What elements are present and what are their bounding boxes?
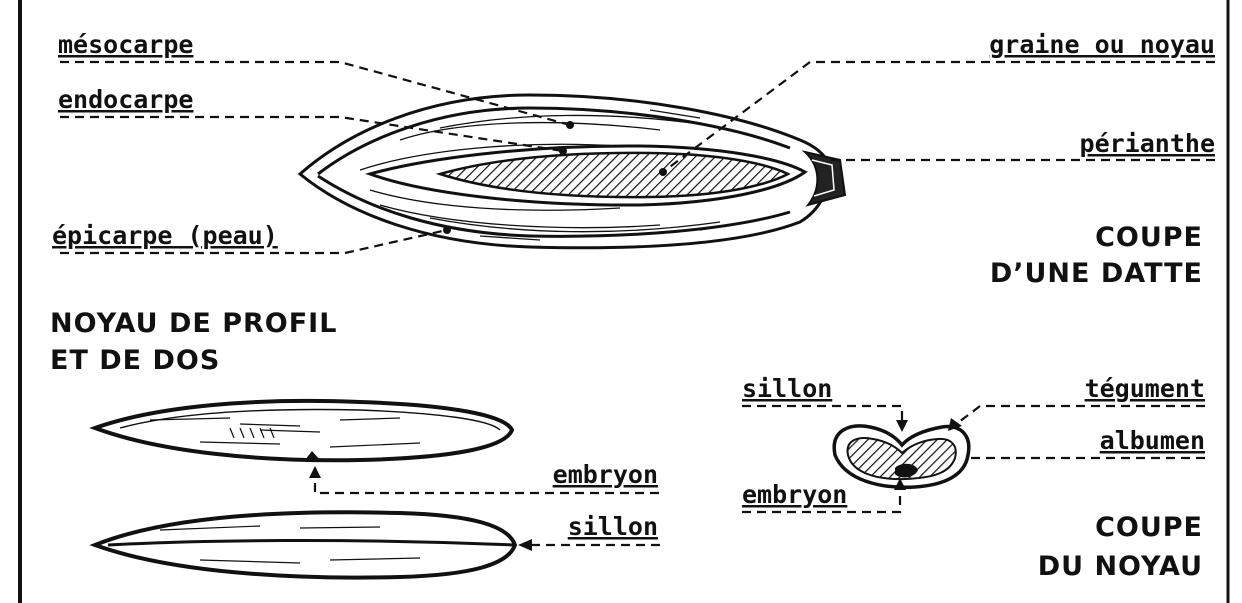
title-coupe-noyau-line1: COUPE bbox=[1095, 512, 1203, 543]
label-profile-embryon: embryon bbox=[553, 460, 658, 489]
label-epicarpe: épicarpe (peau) bbox=[52, 221, 278, 250]
label-graine-ou-noyau: graine ou noyau bbox=[989, 30, 1215, 59]
label-profile-sillon: sillon bbox=[568, 512, 658, 541]
label-cross-albumen: albumen bbox=[1100, 426, 1205, 455]
title-noyau-profil-line1: NOYAU DE PROFIL bbox=[50, 308, 337, 339]
title-coupe-noyau-line2: DU NOYAU bbox=[1038, 551, 1203, 582]
title-noyau-profil-line2: ET DE DOS bbox=[50, 345, 220, 376]
title-coupe-datte-line2: D’UNE DATTE bbox=[990, 258, 1203, 289]
label-cross-embryon: embryon bbox=[742, 480, 847, 509]
title-coupe-datte-line1: COUPE bbox=[1095, 222, 1203, 253]
label-perianthe: périanthe bbox=[1080, 129, 1215, 158]
label-cross-sillon: sillon bbox=[742, 374, 832, 403]
label-mesocarpe: mésocarpe bbox=[58, 30, 193, 59]
label-cross-tegument: tégument bbox=[1085, 374, 1205, 403]
label-endocarpe: endocarpe bbox=[58, 85, 193, 114]
